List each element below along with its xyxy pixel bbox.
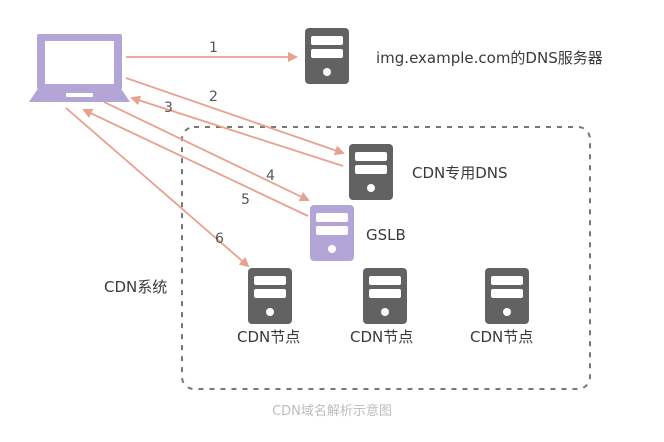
step-label-6: 6	[215, 231, 224, 247]
dns-server-label: img.example.com的DNS服务器	[376, 49, 603, 67]
gslb-label: GSLB	[366, 226, 406, 244]
arrow-step-2	[125, 77, 345, 156]
arrows	[65, 52, 345, 268]
cdn-system-label: CDN系统	[104, 278, 167, 296]
cdn-dns-label: CDN专用DNS	[412, 164, 508, 182]
arrow-step-4	[103, 101, 310, 202]
cdn-node-label-1: CDN节点	[237, 328, 300, 346]
step-label-1: 1	[209, 40, 218, 56]
step-label-4: 4	[266, 168, 275, 184]
diagram-caption: CDN域名解析示意图	[272, 403, 392, 419]
server-icon-node-3	[485, 268, 529, 324]
server-icon-gslb	[310, 205, 354, 261]
step-label-3: 3	[164, 100, 173, 116]
step-label-5: 5	[241, 192, 250, 208]
laptop-icon	[29, 34, 130, 102]
cdn-node-label-2: CDN节点	[350, 328, 413, 346]
server-icon-node-2	[363, 268, 407, 324]
server-icon-cdn-dns	[349, 144, 393, 200]
arrow-step-6	[65, 107, 250, 268]
server-icon-dns	[305, 28, 349, 84]
arrow-step-5	[82, 108, 309, 217]
step-label-2: 2	[209, 89, 218, 105]
cdn-system-boundary	[181, 126, 591, 390]
cdn-node-label-3: CDN节点	[470, 328, 533, 346]
arrow-step-3	[130, 95, 344, 167]
server-icon-node-1	[248, 268, 292, 324]
